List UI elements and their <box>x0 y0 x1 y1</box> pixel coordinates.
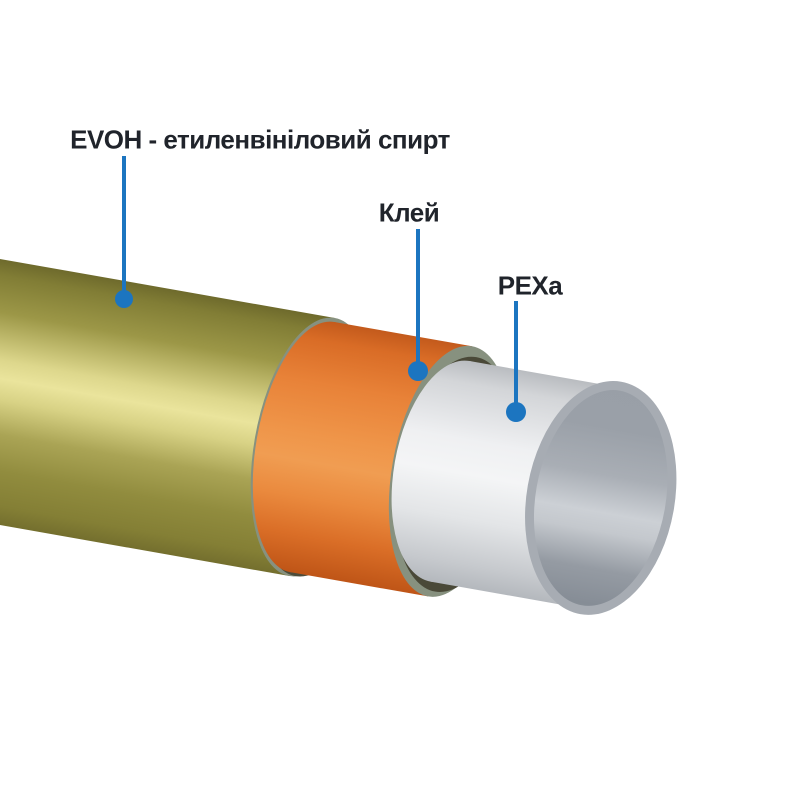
evoh-leader-dot <box>115 290 133 308</box>
pexa-leader-dot <box>506 402 526 422</box>
adhesive-label: Клей <box>378 197 440 228</box>
leader-lines <box>122 156 518 405</box>
adhesive-leader-dot <box>408 361 428 381</box>
evoh-layer-body <box>0 247 335 577</box>
pipe-end-face <box>533 389 668 606</box>
pexa-label: PEXa <box>497 270 563 301</box>
leader-dots <box>115 290 526 422</box>
evoh-label: EVOH - етиленвініловий спирт <box>70 124 450 155</box>
